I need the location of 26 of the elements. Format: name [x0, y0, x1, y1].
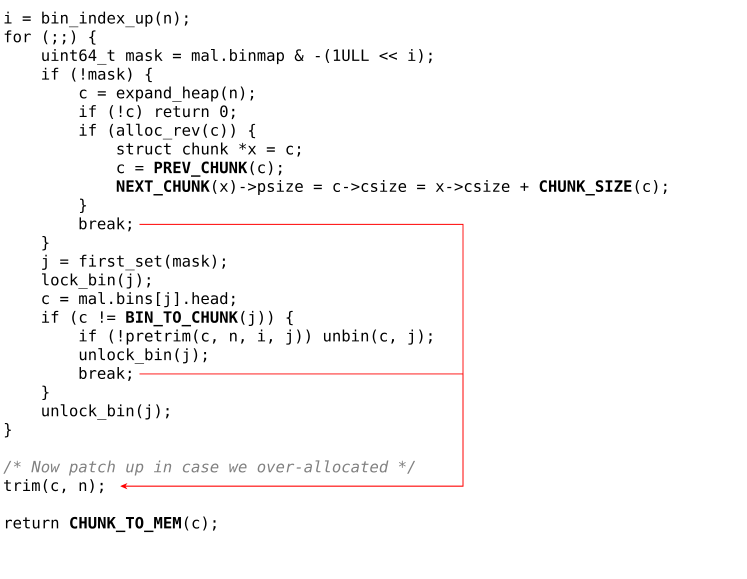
- code-line: for (;;) {: [4, 30, 96, 45]
- code-line: if (!c) return 0;: [80, 105, 234, 120]
- code-line: if (!mask) {: [42, 68, 152, 82]
- code-line: unlock_bin(j);: [42, 404, 169, 420]
- code-line: }: [80, 198, 86, 214]
- code-line: break;: [80, 217, 131, 232]
- code-line: i = bin_index_up(n);: [4, 12, 188, 28]
- code-line: struct chunk *x = c;: [118, 142, 300, 157]
- code-line: c = PREV_CHUNK(c);: [117, 161, 282, 177]
- code-line: c = mal.bins[j].head;: [42, 292, 234, 308]
- code-line: }: [4, 423, 11, 438]
- code-line: c = expand_heap(n);: [80, 86, 254, 102]
- code-line: }: [42, 386, 48, 400]
- code-line: unlock_bin(j);: [80, 348, 206, 364]
- code-line: if (alloc_rev(c)) {: [80, 124, 256, 140]
- code-line: return CHUNK_TO_MEM(c);: [6, 516, 216, 532]
- code-comment: /* Now patch up in case we over-allocated */: [3, 460, 416, 476]
- code-line: if (c != BIN_TO_CHUNK(j)) {: [42, 310, 293, 326]
- code-line: break;: [80, 366, 131, 381]
- code-line: trim(c, n);: [4, 479, 103, 494]
- code-line: }: [42, 236, 48, 250]
- code-line: j = first_set(mask);: [42, 254, 225, 270]
- code-line: lock_bin(j);: [42, 273, 150, 289]
- code-line: NEXT_CHUNK(x)->psize = c->csize = x->csize + CHUNK_SIZE(c);: [116, 180, 666, 196]
- code-line: if (!pretrim(c, n, i, j)) unbin(c, j);: [80, 330, 432, 345]
- code-line: uint64_t mask = mal.binmap & -(1ULL << i);: [42, 48, 432, 65]
